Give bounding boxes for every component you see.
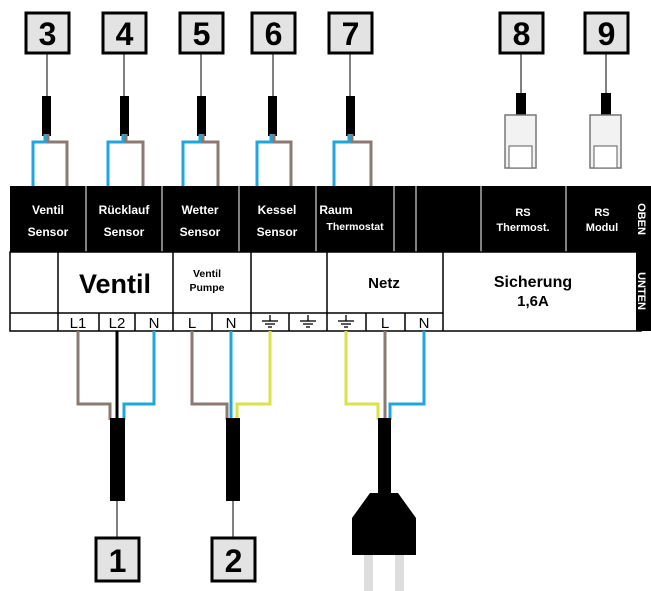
connector-labels-bottom: 1 2	[94, 536, 257, 583]
label-rs-thermost-2: Thermost.	[496, 222, 549, 234]
power-cables	[76, 331, 426, 591]
connector-5-label: 5	[178, 11, 225, 55]
terminal-l-netz: L	[381, 315, 389, 332]
terminal-n-netz: N	[419, 315, 430, 332]
label-sicherung-2: 1,6A	[517, 293, 549, 310]
terminal-n-ventil: N	[149, 315, 160, 332]
label-ventil-sensor-2: Sensor	[28, 225, 69, 239]
label-ventil-sensor-1: Ventil	[32, 203, 64, 217]
label-raum-thermostat-1: Raum	[319, 203, 352, 217]
connector-9-label: 9	[583, 11, 630, 55]
sensor-cables	[31, 53, 373, 186]
terminal-n-pumpe: N	[226, 315, 237, 332]
label-ventil-pumpe-1: Ventil	[193, 268, 221, 280]
connector-9-number: 9	[598, 16, 616, 52]
label-sicherung-1: Sicherung	[494, 274, 572, 291]
cable-netz	[344, 331, 426, 493]
rs-modul-plug	[589, 53, 622, 169]
connector-8-number: 8	[513, 16, 531, 52]
cable-ventil-sensor	[31, 96, 69, 186]
terminal-l-pumpe: L	[188, 315, 196, 332]
connector-6-number: 6	[265, 16, 283, 52]
label-rs-modul-1: RS	[594, 207, 609, 219]
label-unten: UNTEN	[635, 272, 647, 310]
label-ventil: Ventil	[79, 269, 151, 299]
connector-6-label: 6	[250, 11, 297, 55]
connector-8-label: 8	[498, 11, 545, 55]
label-wetter-sensor-2: Sensor	[180, 225, 221, 239]
cable-kessel-sensor	[255, 96, 293, 186]
label-kessel-sensor-2: Sensor	[257, 225, 298, 239]
cable-wetter-sensor	[181, 96, 220, 186]
connector-3-label: 3	[24, 11, 71, 55]
cable-raum-thermostat	[332, 96, 373, 186]
connector-2-label: 2	[210, 536, 257, 583]
connector-3-number: 3	[39, 16, 57, 52]
power-plug-icon	[352, 493, 416, 591]
label-kessel-sensor-1: Kessel	[258, 203, 297, 217]
connector-2-number: 2	[225, 543, 243, 579]
ground-icon	[300, 315, 316, 328]
label-ventil-pumpe-2: Pumpe	[189, 282, 224, 294]
label-rs-thermost-1: RS	[515, 207, 530, 219]
label-netz: Netz	[368, 275, 400, 292]
terminal-l1: L1	[70, 315, 87, 332]
label-ruecklauf-sensor-2: Sensor	[104, 225, 145, 239]
connector-7-label: 7	[327, 11, 374, 55]
connector-1-label: 1	[94, 536, 141, 583]
label-rs-modul-2: Modul	[586, 222, 618, 234]
terminal-l2: L2	[109, 315, 126, 332]
label-wetter-sensor-1: Wetter	[181, 203, 218, 217]
rs-plugs	[504, 53, 622, 169]
cable-ruecklauf-sensor	[106, 96, 145, 186]
terminal-block-bottom: Ventil Ventil Pumpe Netz Sicherung 1,6A …	[9, 251, 651, 332]
connector-5-number: 5	[193, 16, 211, 52]
cable-ventil-pumpe	[190, 331, 272, 538]
terminal-block-top: Ventil Sensor Rücklauf Sensor Wetter Sen…	[10, 186, 651, 252]
ground-icon	[262, 315, 278, 328]
rs-thermostat-plug	[504, 53, 537, 169]
connector-4-label: 4	[101, 11, 148, 55]
label-oben: OBEN	[635, 203, 647, 235]
ground-icon	[338, 315, 354, 328]
label-ruecklauf-sensor-1: Rücklauf	[99, 203, 151, 217]
connector-labels-top: 3 4 5 6 7 8 9	[24, 11, 630, 55]
connector-4-number: 4	[116, 16, 134, 52]
connector-1-number: 1	[109, 543, 127, 579]
connector-7-number: 7	[342, 16, 360, 52]
cable-ventil	[76, 331, 156, 538]
label-raum-thermostat-2: Thermostat	[326, 221, 384, 233]
